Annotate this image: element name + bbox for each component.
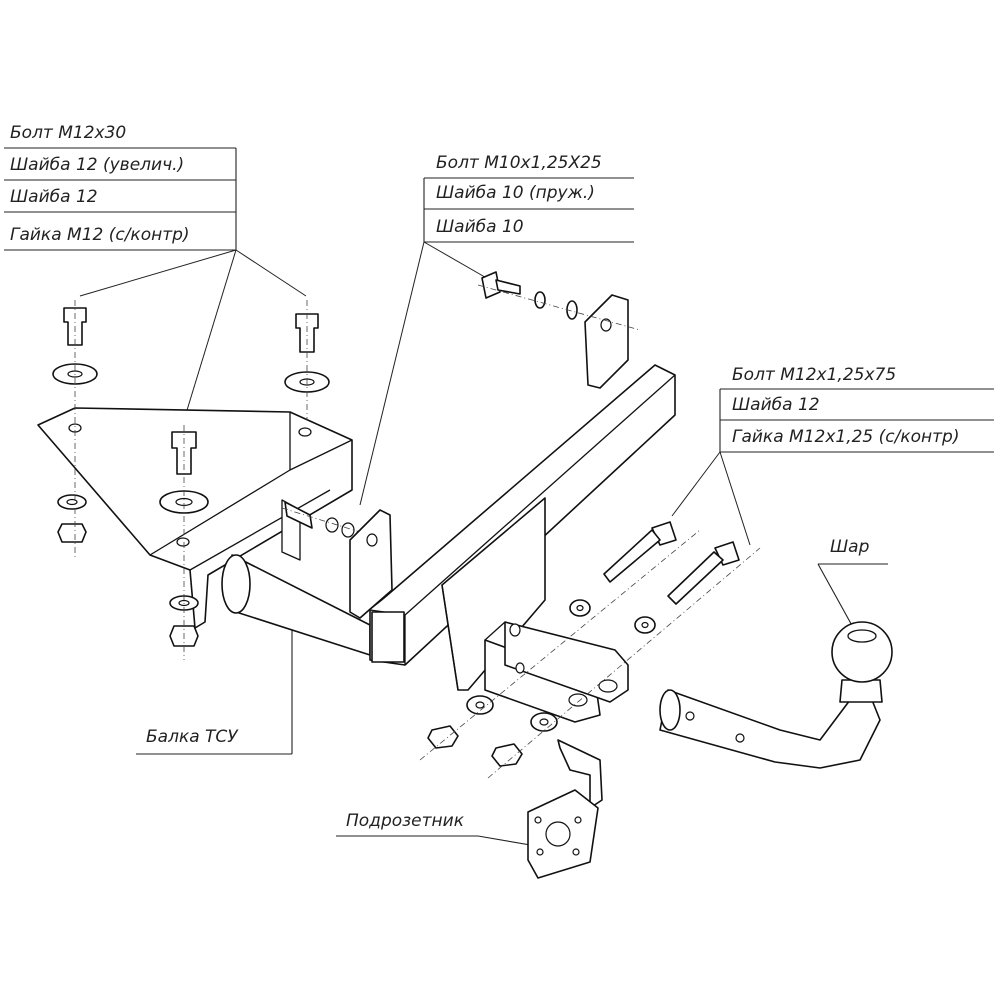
label-washer-12-large: Шайба 12 (увелич.) bbox=[10, 155, 184, 175]
tow-ball bbox=[659, 621, 893, 769]
callout-socket-bracket: Подрозетник bbox=[336, 811, 549, 849]
main-square-beam bbox=[349, 294, 676, 691]
label-washer-10: Шайба 10 bbox=[436, 217, 524, 237]
left-mounting-plate bbox=[37, 407, 353, 629]
right-fasteners bbox=[419, 521, 761, 779]
label-beam: Балка ТСУ bbox=[146, 727, 239, 747]
label-bolt-m12x125x75: Болт М12х1,25х75 bbox=[732, 365, 896, 385]
label-washer-12-right: Шайба 12 bbox=[732, 395, 820, 415]
callout-left-group: Болт М12х30 Шайба 12 (увелич.) Шайба 12 … bbox=[4, 123, 237, 251]
label-ball: Шар bbox=[830, 537, 870, 557]
nut-icon bbox=[57, 523, 87, 543]
left-fasteners bbox=[52, 300, 330, 660]
hitch-bracket bbox=[484, 621, 629, 723]
ball-icon bbox=[831, 621, 893, 683]
label-nut-m12x125: Гайка М12х1,25 (с/контр) bbox=[732, 427, 959, 447]
label-socket-bracket: Подрозетник bbox=[346, 811, 465, 831]
top-fasteners bbox=[477, 271, 641, 331]
callout-top-group: Болт М10х1,25Х25 Шайба 10 (пруж.) Шайба … bbox=[423, 153, 634, 243]
leader-lines bbox=[79, 241, 751, 546]
label-washer-12: Шайба 12 bbox=[10, 187, 98, 207]
label-bolt-m12x30: Болт М12х30 bbox=[10, 123, 126, 143]
label-washer-10-spring: Шайба 10 (пруж.) bbox=[436, 183, 595, 203]
label-nut-m12: Гайка М12 (с/контр) bbox=[10, 225, 190, 245]
socket-bracket bbox=[527, 739, 603, 879]
tow-beam-tube bbox=[221, 499, 371, 656]
label-bolt-m10: Болт М10х1,25Х25 bbox=[436, 153, 602, 173]
callout-right-group: Болт М12х1,25х75 Шайба 12 Гайка М12х1,25… bbox=[719, 365, 994, 453]
